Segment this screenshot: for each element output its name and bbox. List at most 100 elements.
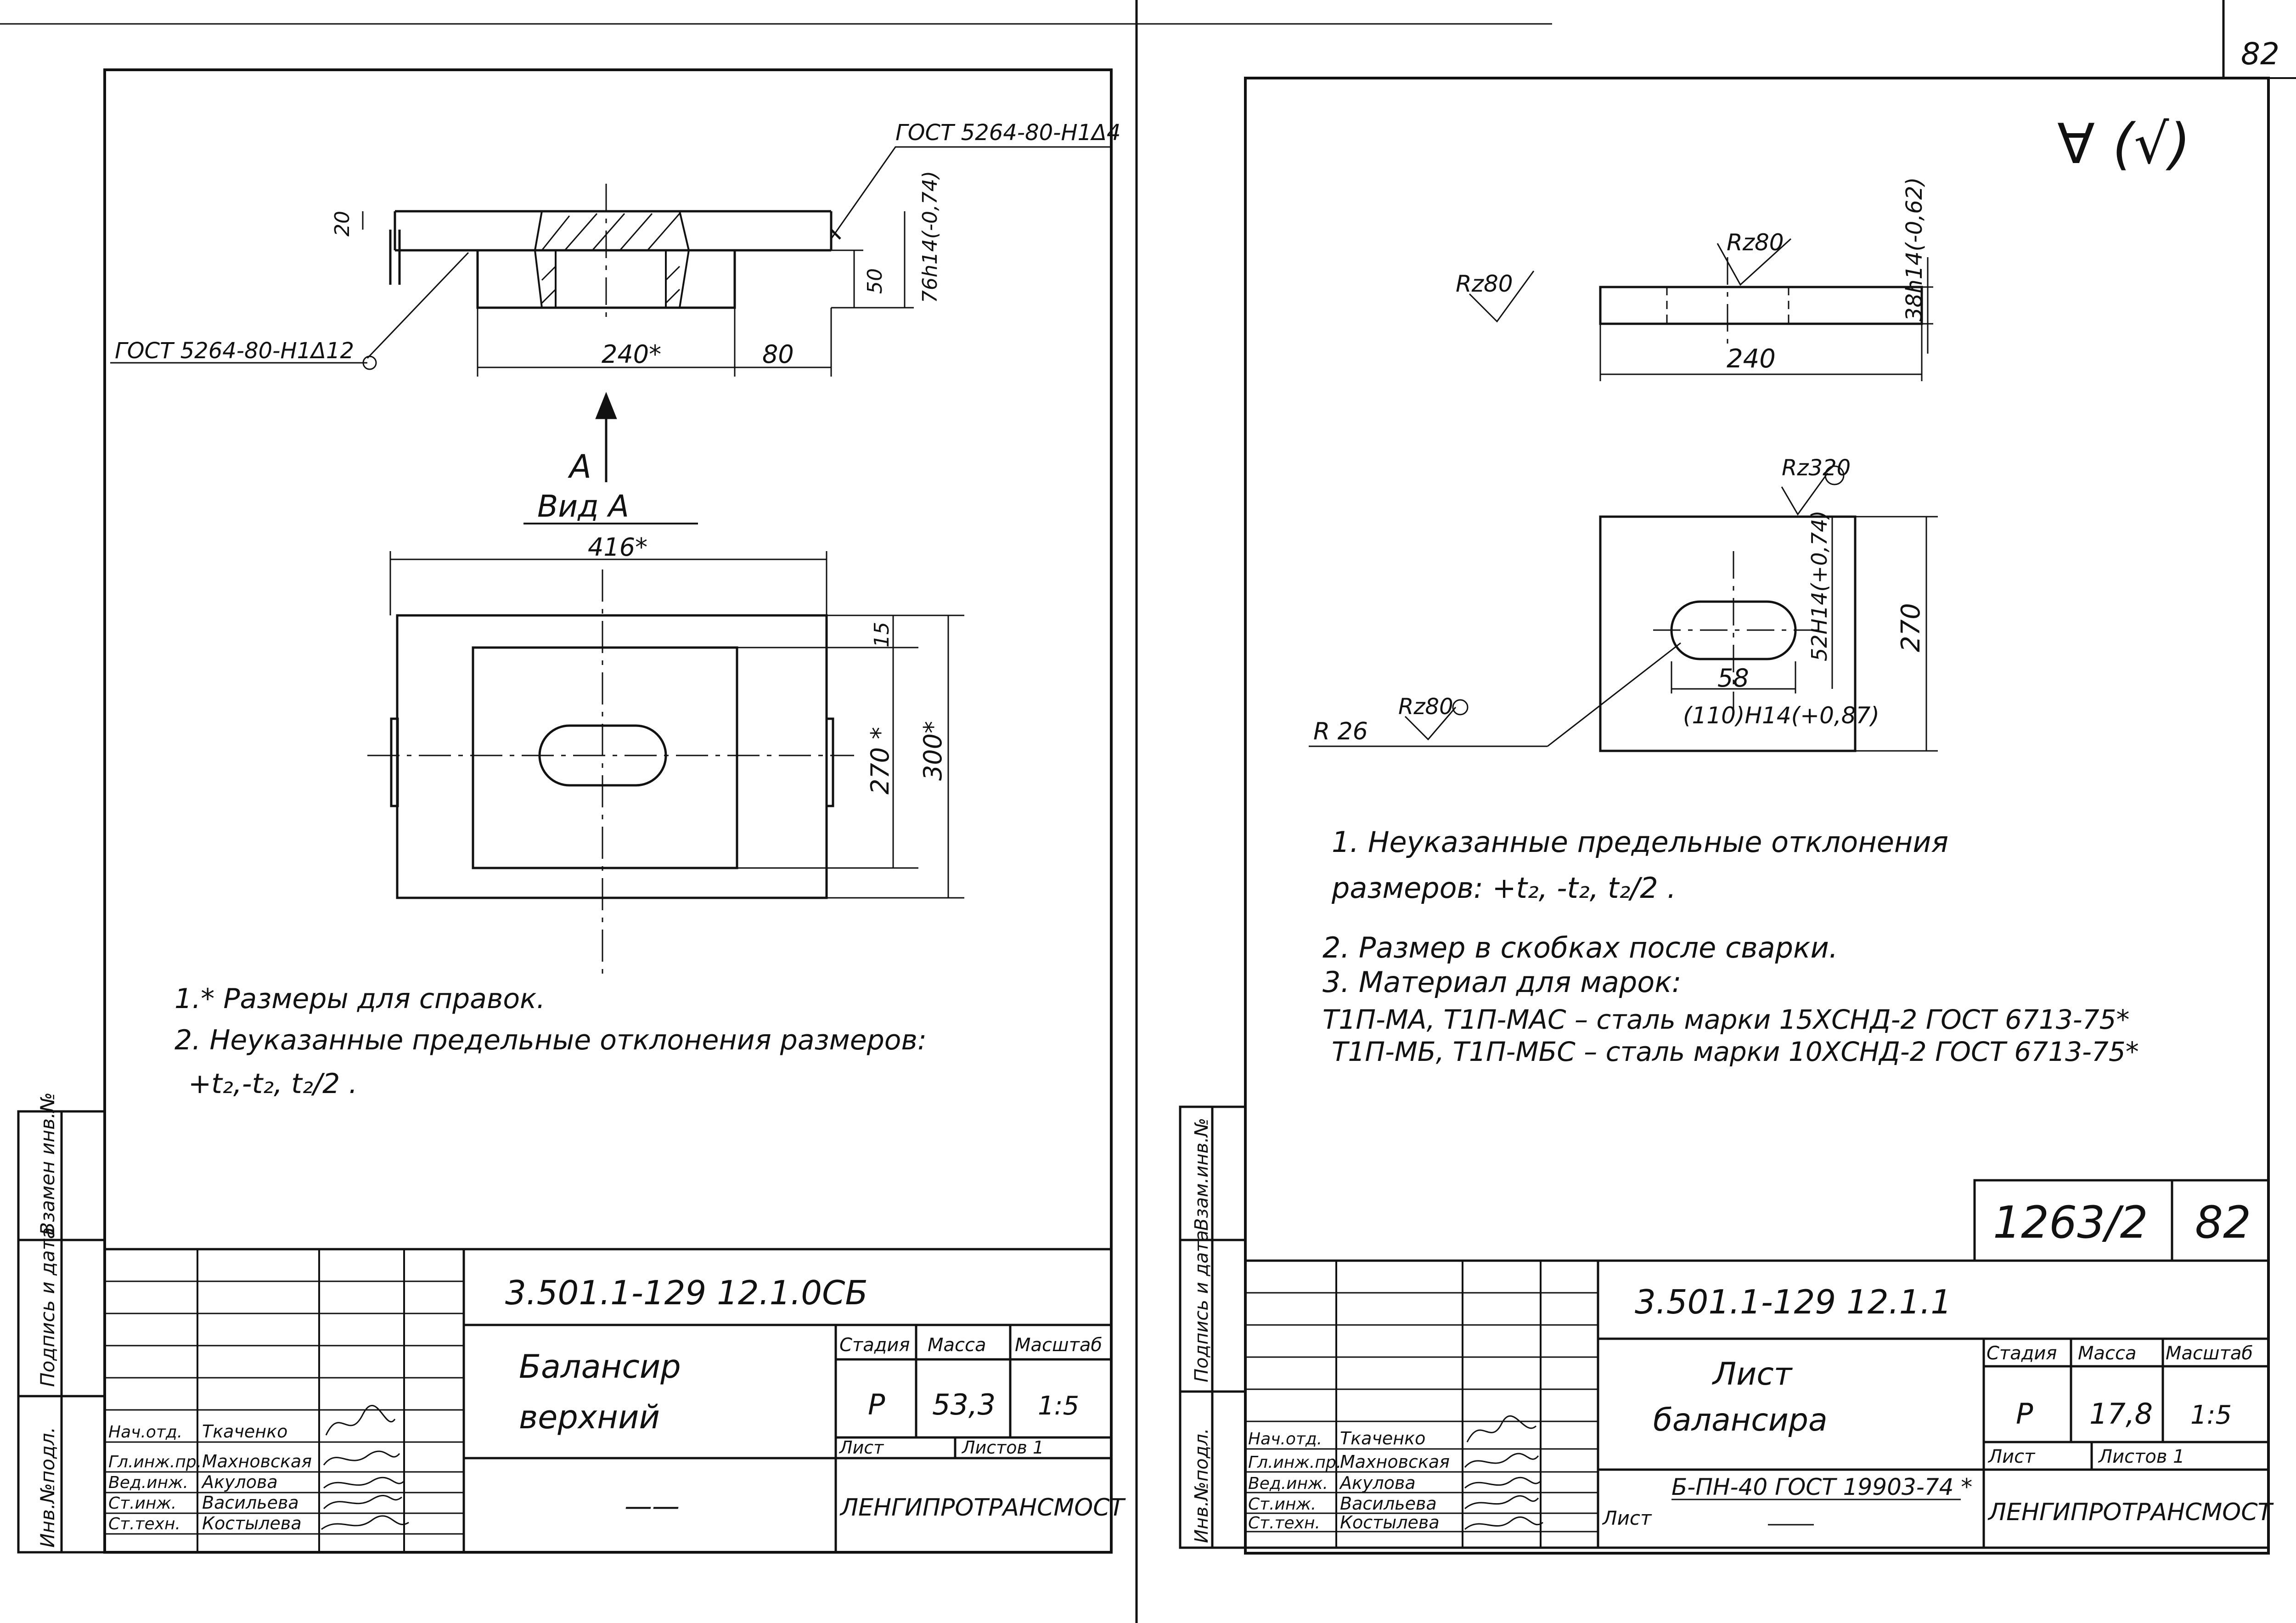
stamp-page: 82	[2195, 1197, 2251, 1248]
left-col-mass: Масса	[928, 1335, 986, 1356]
dim-76: 76h14(-0,74)	[918, 171, 942, 303]
gost-bottom-label: ГОСТ 5264-80-Н1Δ12	[115, 338, 354, 364]
left-role-4: Ст.инж.	[108, 1494, 176, 1513]
dim-270-right: 270	[1896, 603, 1926, 652]
right-ref: Б-ПН-40 ГОСТ 19903-74 *	[1671, 1474, 1972, 1500]
left-name-5: Костылева	[202, 1513, 302, 1533]
left-note-3: +t₂,-t₂, t₂/2 .	[188, 1068, 357, 1100]
right-col-scale: Масштаб	[2166, 1343, 2253, 1364]
plate-side-view	[1469, 238, 1933, 381]
right-side-label-sign: Подпись и дата	[1191, 1230, 1212, 1382]
left-side-label-sign: Подпись и дата	[36, 1227, 59, 1387]
left-col-scale: Масштаб	[1015, 1335, 1102, 1356]
stamp-code: 1263/2	[1993, 1197, 2148, 1248]
right-sheet: Инв.№подл. Подпись и дата Взам.инв.№ ∀ (…	[1179, 113, 2274, 1549]
right-part-name-2: балансира	[1653, 1402, 1828, 1438]
boss-hatching	[541, 213, 681, 304]
right-name-1: Ткаченко	[1340, 1428, 1425, 1448]
rz-80-top: Rz80	[1727, 229, 1784, 256]
view-arrow	[523, 392, 698, 524]
right-note-3: 3. Материал для марок:	[1322, 965, 1681, 999]
dim-80: 80	[762, 340, 794, 369]
right-role-5: Ст.техн.	[1248, 1514, 1320, 1533]
dim-110: (110)H14(+0,87)	[1683, 702, 1880, 729]
right-title-block	[1244, 1259, 2270, 1549]
left-sheet: Инв.№подл. Подпись и дата Взамен инв.№	[17, 120, 1126, 1554]
left-note-2: 2. Неуказанные предельные отклонения раз…	[174, 1024, 927, 1056]
right-name-2: Махновская	[1340, 1452, 1450, 1472]
left-doc-code: 3.501.1-129 12.1.0СБ	[505, 1274, 868, 1312]
right-name-4: Васильева	[1340, 1493, 1437, 1514]
right-note-1b: размеров: +t₂, -t₂, t₂/2 .	[1331, 871, 1676, 905]
right-note-3b: Т1П-МБ, Т1П-МБС – сталь марки 10ХСНД-2 Г…	[1332, 1036, 2139, 1067]
left-stage: Р	[868, 1388, 885, 1421]
left-sheet-label: Лист	[838, 1437, 884, 1458]
right-scale: 1:5	[2190, 1400, 2232, 1430]
right-mass: 17,8	[2089, 1397, 2153, 1431]
dim-20: 20	[331, 211, 354, 237]
right-side-label-replace: Взам.инв.№	[1191, 1118, 1212, 1231]
left-col-stage: Стадия	[839, 1335, 910, 1356]
right-part-name-1: Лист	[1711, 1356, 1793, 1392]
right-doc-code: 3.501.1-129 12.1.1	[1635, 1283, 1952, 1321]
rz-80-left: Rz80	[1456, 270, 1513, 297]
plate-plan-view	[1309, 465, 1938, 752]
left-part-name-1: Балансир	[519, 1348, 681, 1386]
right-col-stage: Стадия	[1986, 1343, 2057, 1364]
left-side-label-replace: Взамен инв.№	[36, 1092, 59, 1235]
left-scale: 1:5	[1038, 1391, 1079, 1421]
plan-view	[367, 551, 964, 978]
view-arrow-letter: А	[568, 448, 591, 485]
right-sheets-label: Листов 1	[2098, 1446, 2185, 1467]
left-name-4: Васильева	[202, 1493, 299, 1513]
page-number: 82	[2241, 36, 2279, 72]
left-side-label-inv: Инв.№подл.	[36, 1427, 59, 1548]
left-note-1: 1.* Размеры для справок.	[174, 983, 545, 1015]
right-name-3: Акулова	[1339, 1473, 1416, 1493]
right-role-1: Нач.отд.	[1248, 1430, 1322, 1448]
left-name-2: Махновская	[202, 1451, 312, 1471]
dim-15: 15	[870, 622, 894, 648]
left-signatures	[321, 1405, 409, 1530]
right-stage: Р	[2016, 1397, 2033, 1431]
dim-300: 300*	[918, 721, 947, 781]
dim-50: 50	[863, 268, 887, 294]
dim-38: 38h14(-0,62)	[1902, 177, 1927, 321]
dim-r26: R 26	[1313, 718, 1368, 745]
view-a-label: Вид А	[537, 489, 629, 524]
right-signatures	[1464, 1415, 1543, 1530]
right-role-4: Ст.инж.	[1248, 1495, 1316, 1514]
right-note-1: 1. Неуказанные предельные отклонения	[1332, 825, 1948, 859]
left-role-2: Гл.инж.пр.	[108, 1453, 202, 1471]
rz-320: Rz320	[1782, 455, 1851, 481]
left-sheets-label: Листов 1	[961, 1437, 1044, 1458]
top-view-part	[110, 146, 1111, 377]
right-side-stamp	[1179, 1105, 1247, 1549]
dim-58: 58	[1717, 664, 1749, 693]
right-col-mass: Масса	[2078, 1343, 2137, 1364]
dim-240: 240*	[602, 340, 661, 369]
left-name-3: Акулова	[201, 1472, 278, 1492]
right-side-label-inv: Инв.№подл.	[1191, 1428, 1212, 1543]
right-name-5: Костылева	[1340, 1512, 1440, 1533]
dim-240-right: 240	[1727, 344, 1776, 374]
left-role-3: Вед.инж.	[108, 1473, 188, 1492]
right-role-3: Вед.инж.	[1248, 1474, 1328, 1493]
dim-270: 270 *	[866, 727, 895, 795]
right-note-2: 2. Размер в скобках после сварки.	[1322, 931, 1838, 964]
left-dash: ——	[625, 1490, 680, 1522]
left-name-1: Ткаченко	[202, 1421, 287, 1442]
dim-52: 52H14(+0,74)	[1807, 510, 1832, 661]
right-note-3a: Т1П-МА, Т1П-МАС – сталь марки 15ХСНД-2 Г…	[1322, 1004, 2130, 1035]
left-title-block	[103, 1248, 1113, 1554]
rz-80-plan: Rz80	[1398, 694, 1453, 720]
left-part-name-2: верхний	[519, 1398, 660, 1436]
roughness-mark: ∀ (√)	[2057, 113, 2190, 176]
left-role-1: Нач.отд.	[108, 1423, 182, 1442]
right-org: ЛЕНГИПРОТРАНСМОСТ	[1987, 1499, 2274, 1526]
right-role-2: Гл.инж.пр.	[1248, 1453, 1341, 1472]
left-org: ЛЕНГИПРОТРАНСМОСТ	[839, 1494, 1126, 1522]
right-sheet-label: Лист	[1987, 1446, 2036, 1467]
